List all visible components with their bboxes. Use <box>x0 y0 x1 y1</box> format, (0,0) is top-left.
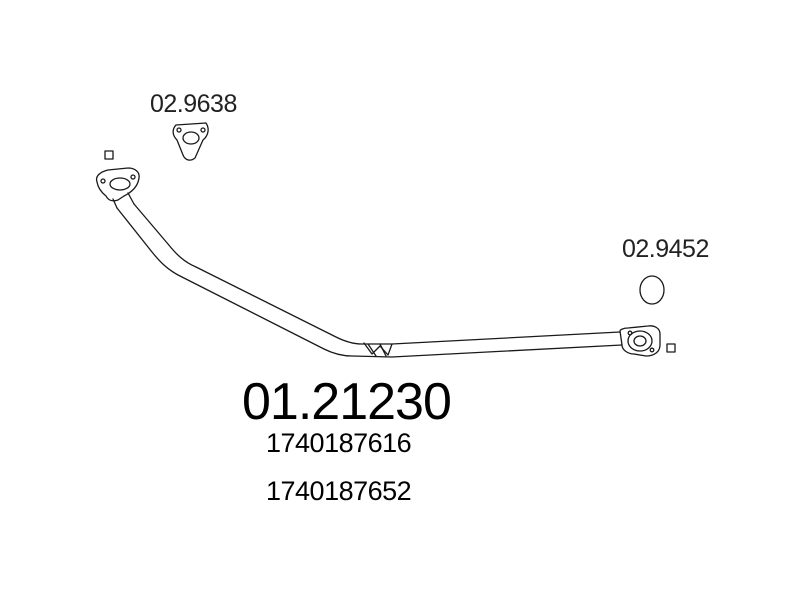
gasket-code-rear-label: 02.9452 <box>622 235 709 263</box>
part-number: 01.21230 <box>242 373 452 431</box>
pipe-body-icon <box>112 192 623 358</box>
oem-number: 1740187616 <box>266 428 412 458</box>
ring-gasket-icon <box>639 275 665 305</box>
flange-gasket-icon <box>172 122 209 161</box>
pipe-front-flange-icon <box>95 167 140 202</box>
oem-number: 1740187652 <box>266 476 412 506</box>
gasket-code-front-label: 02.9638 <box>150 90 237 118</box>
pipe-rear-flange-icon <box>619 325 661 357</box>
marker-square-left <box>104 150 114 160</box>
marker-square-right <box>666 343 676 353</box>
